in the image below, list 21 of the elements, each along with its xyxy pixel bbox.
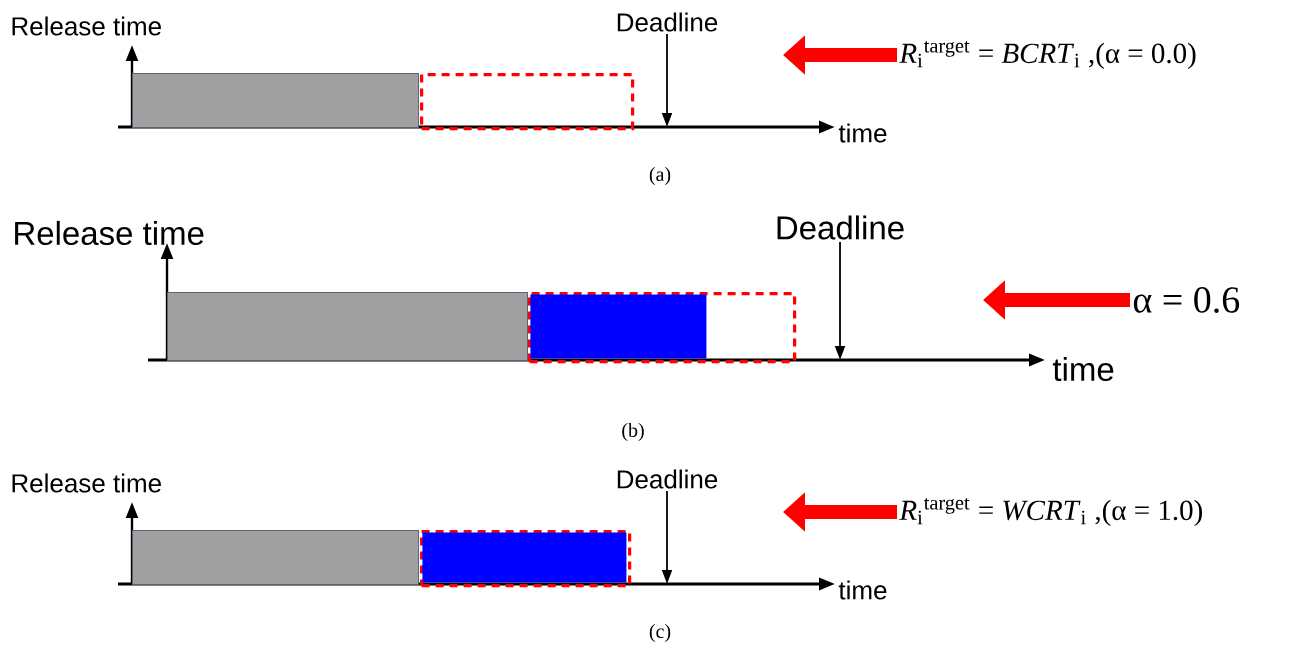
axis-label: Release time [12,473,161,493]
response-bar [167,292,528,361]
execution-bar [530,294,707,359]
deadline-label: Deadline [617,469,718,489]
axis-label: Release time [15,220,204,246]
formula-label: R$_{i}$$^{target}$ = BCRT$_{i}$ ,(α = 0.0) [899,41,1196,70]
deadline-label: Deadline [617,12,718,32]
caption: (b) [622,422,644,442]
formula-label: α = 0.6 [1133,287,1240,313]
dashed-box [420,73,635,131]
formula-label: R$_{i}$$^{target}$ = WCRT$_{i}$ ,(α = 1.0) [899,498,1202,527]
deadline-label: Deadline [777,215,904,240]
caption: (c) [649,623,671,643]
axis-label: Release time [12,16,161,36]
dashed-box [528,292,797,364]
response-bar [132,73,419,128]
caption: (a) [649,166,671,186]
axis-label: time [838,580,887,600]
axis-label: time [1052,356,1114,382]
response-bar [132,530,419,585]
axis-label: time [838,123,887,143]
